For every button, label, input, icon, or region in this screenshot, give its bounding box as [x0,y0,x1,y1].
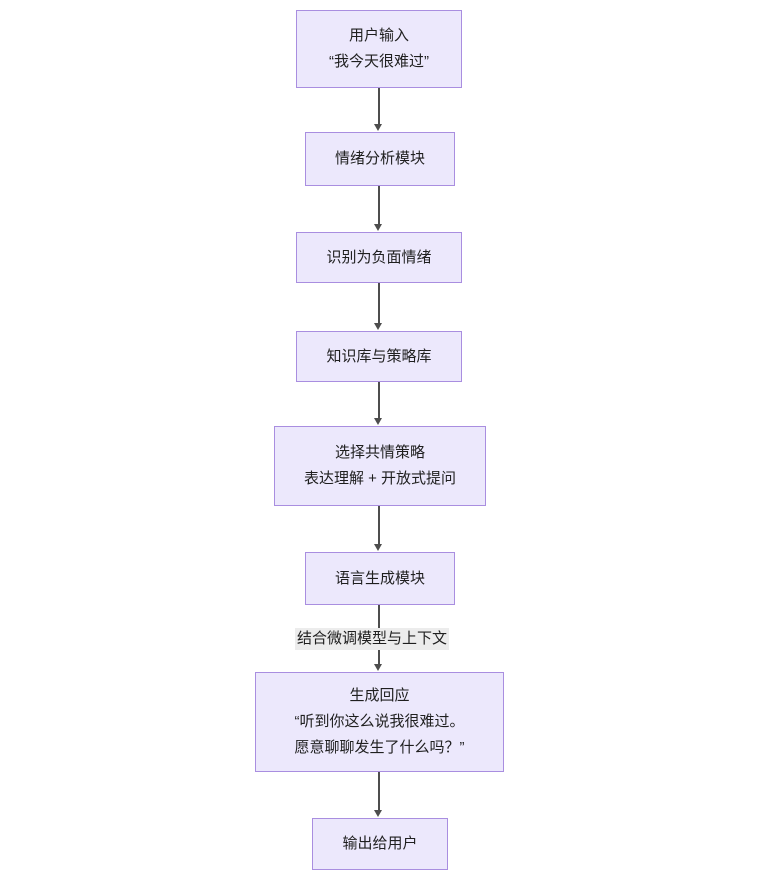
arrowhead-icon [374,418,382,425]
arrowhead-icon [374,323,382,330]
node-response[interactable]: 生成回应 “听到你这么说我很难过。 愿意聊聊发生了什么吗？” [255,672,504,772]
node-negative-emotion-line-1: 识别为负面情绪 [326,248,432,266]
connector-user-input-to-emotion-module [378,88,380,125]
node-language-module[interactable]: 语言生成模块 [305,552,455,605]
node-user-input-line-2: “我今天很难过” [329,53,429,70]
node-emotion-module-line-1: 情绪分析模块 [334,150,425,167]
node-response-line-1: 生成回应 [349,687,410,704]
arrowhead-icon [374,810,382,817]
node-output-user-line-1: 输出给用户 [342,835,418,852]
node-empathy-strategy[interactable]: 选择共情策略 表达理解 + 开放式提问 [274,426,486,506]
node-empathy-strategy-line-2: 表达理解 + 开放式提问 [303,470,457,487]
node-user-input[interactable]: 用户输入 “我今天很难过” [296,10,462,88]
node-response-line-3: 愿意聊聊发生了什么吗？” [294,739,465,756]
arrowhead-icon [374,544,382,551]
node-negative-emotion[interactable]: 识别为负面情绪 [296,232,462,283]
connector-response-to-output-user [378,772,380,811]
connector-negative-emotion-to-knowledge-base [378,283,380,324]
connector-knowledge-base-to-empathy-strategy [378,382,380,419]
connector-empathy-strategy-to-language-module [378,506,380,545]
node-response-line-2: “听到你这么说我很难过。 [294,713,465,730]
node-knowledge-base[interactable]: 知识库与策略库 [296,331,462,382]
node-empathy-strategy-line-1: 选择共情策略 [334,444,425,461]
node-language-module-line-1: 语言生成模块 [334,569,425,587]
arrowhead-icon [374,224,382,231]
arrowhead-icon [374,124,382,131]
connector-emotion-module-to-negative-emotion [378,186,380,225]
node-output-user[interactable]: 输出给用户 [312,818,448,870]
node-emotion-module[interactable]: 情绪分析模块 [305,132,455,186]
arrowhead-icon [374,664,382,671]
node-knowledge-base-line-1: 知识库与策略库 [326,347,432,365]
edge-label-finetune: 结合微调模型与上下文 [295,628,450,650]
node-user-input-line-1: 用户输入 [348,27,409,44]
